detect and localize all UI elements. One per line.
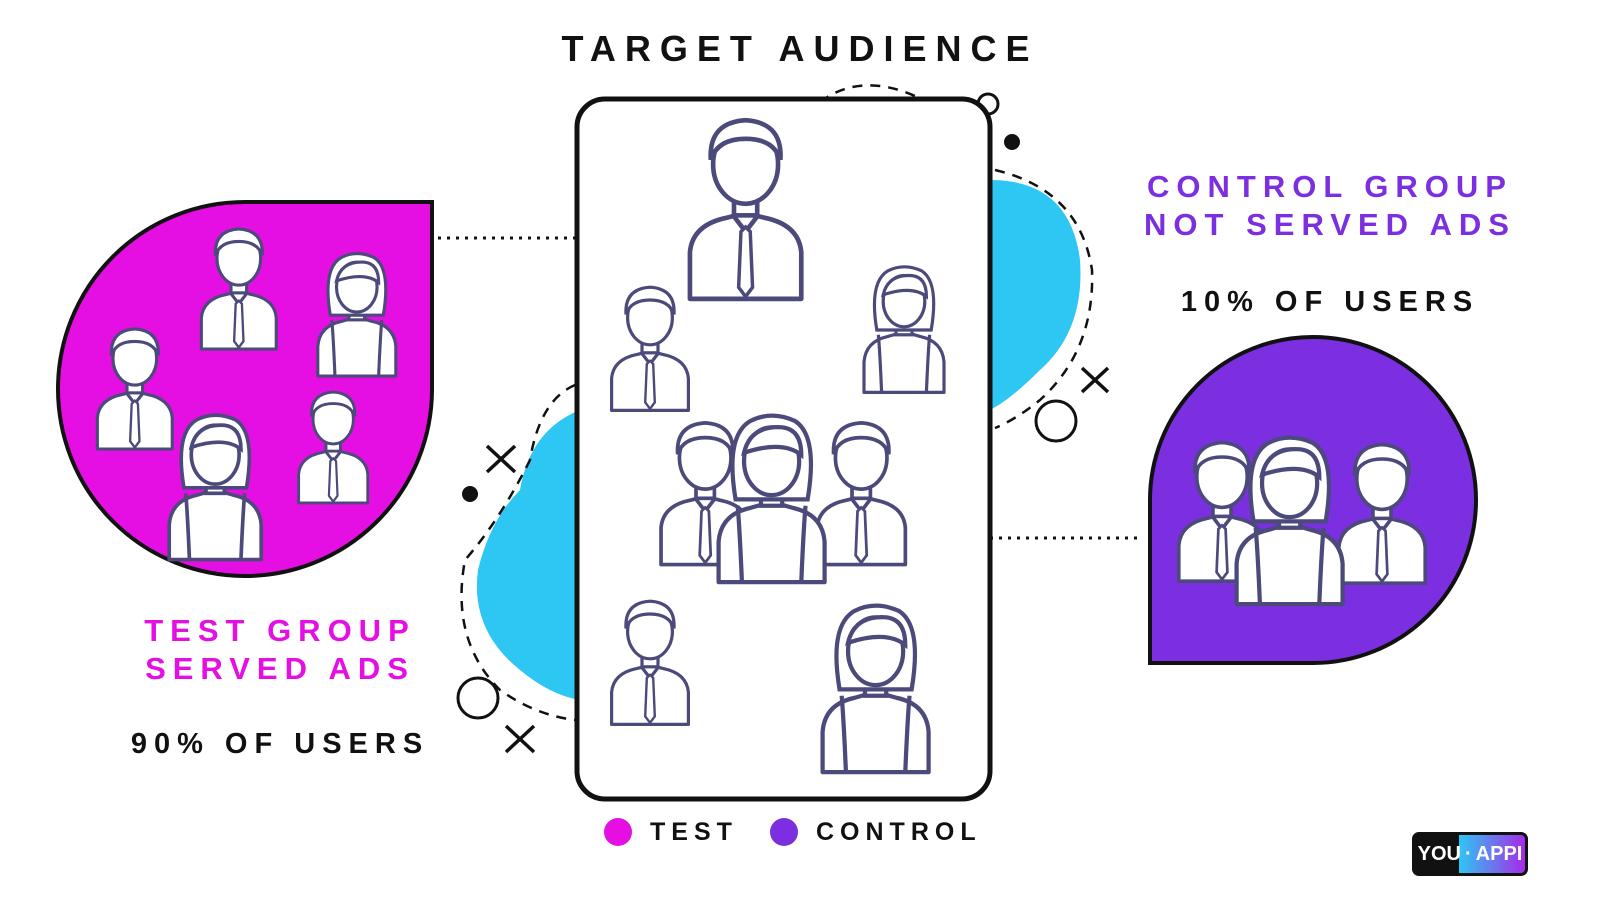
page-title: TARGET AUDIENCE — [561, 28, 1039, 69]
ring-deco — [456, 676, 500, 720]
cross-deco — [485, 444, 517, 474]
test-group-line2: SERVED ADS — [145, 651, 415, 686]
woman-icon — [167, 413, 264, 562]
cross-deco — [1080, 366, 1110, 394]
control-group-line2: NOT SERVED ADS — [1144, 207, 1516, 242]
group-icon — [1177, 438, 1427, 604]
logo-text-left: YOU — [1417, 842, 1461, 865]
legend-control: CONTROL — [770, 815, 982, 849]
youappi-logo: YOU · APPI — [1412, 832, 1528, 876]
legend-control-label: CONTROL — [816, 817, 982, 846]
dashed-curve-top — [819, 84, 1094, 430]
legend-test-dot — [604, 818, 632, 846]
test-group-percentage: 90% OF USERS — [130, 728, 430, 760]
woman-icon — [316, 252, 398, 378]
logo-dot: · — [1464, 842, 1472, 865]
group-icon — [659, 416, 908, 582]
legend-test: TEST — [604, 815, 738, 849]
test-group-label: TEST GROUP SERVED ADS — [80, 612, 480, 688]
control-group-label: CONTROL GROUP NOT SERVED ADS — [1120, 168, 1540, 244]
ring-deco — [1034, 399, 1078, 443]
cyan-blob-right — [990, 180, 1081, 410]
dot-deco — [462, 486, 478, 502]
cross-deco — [504, 724, 536, 754]
dot-deco — [1004, 134, 1020, 150]
logo-text-right: APPI — [1475, 842, 1523, 865]
test-group-line1: TEST GROUP — [144, 613, 416, 648]
woman-icon — [823, 606, 929, 772]
cyan-blob-left — [476, 410, 580, 700]
control-group-line1: CONTROL GROUP — [1147, 169, 1513, 204]
control-group-percentage: 10% OF USERS — [1180, 286, 1480, 318]
woman-icon — [862, 265, 946, 394]
legend-test-label: TEST — [650, 817, 738, 846]
legend-control-dot — [770, 818, 798, 846]
